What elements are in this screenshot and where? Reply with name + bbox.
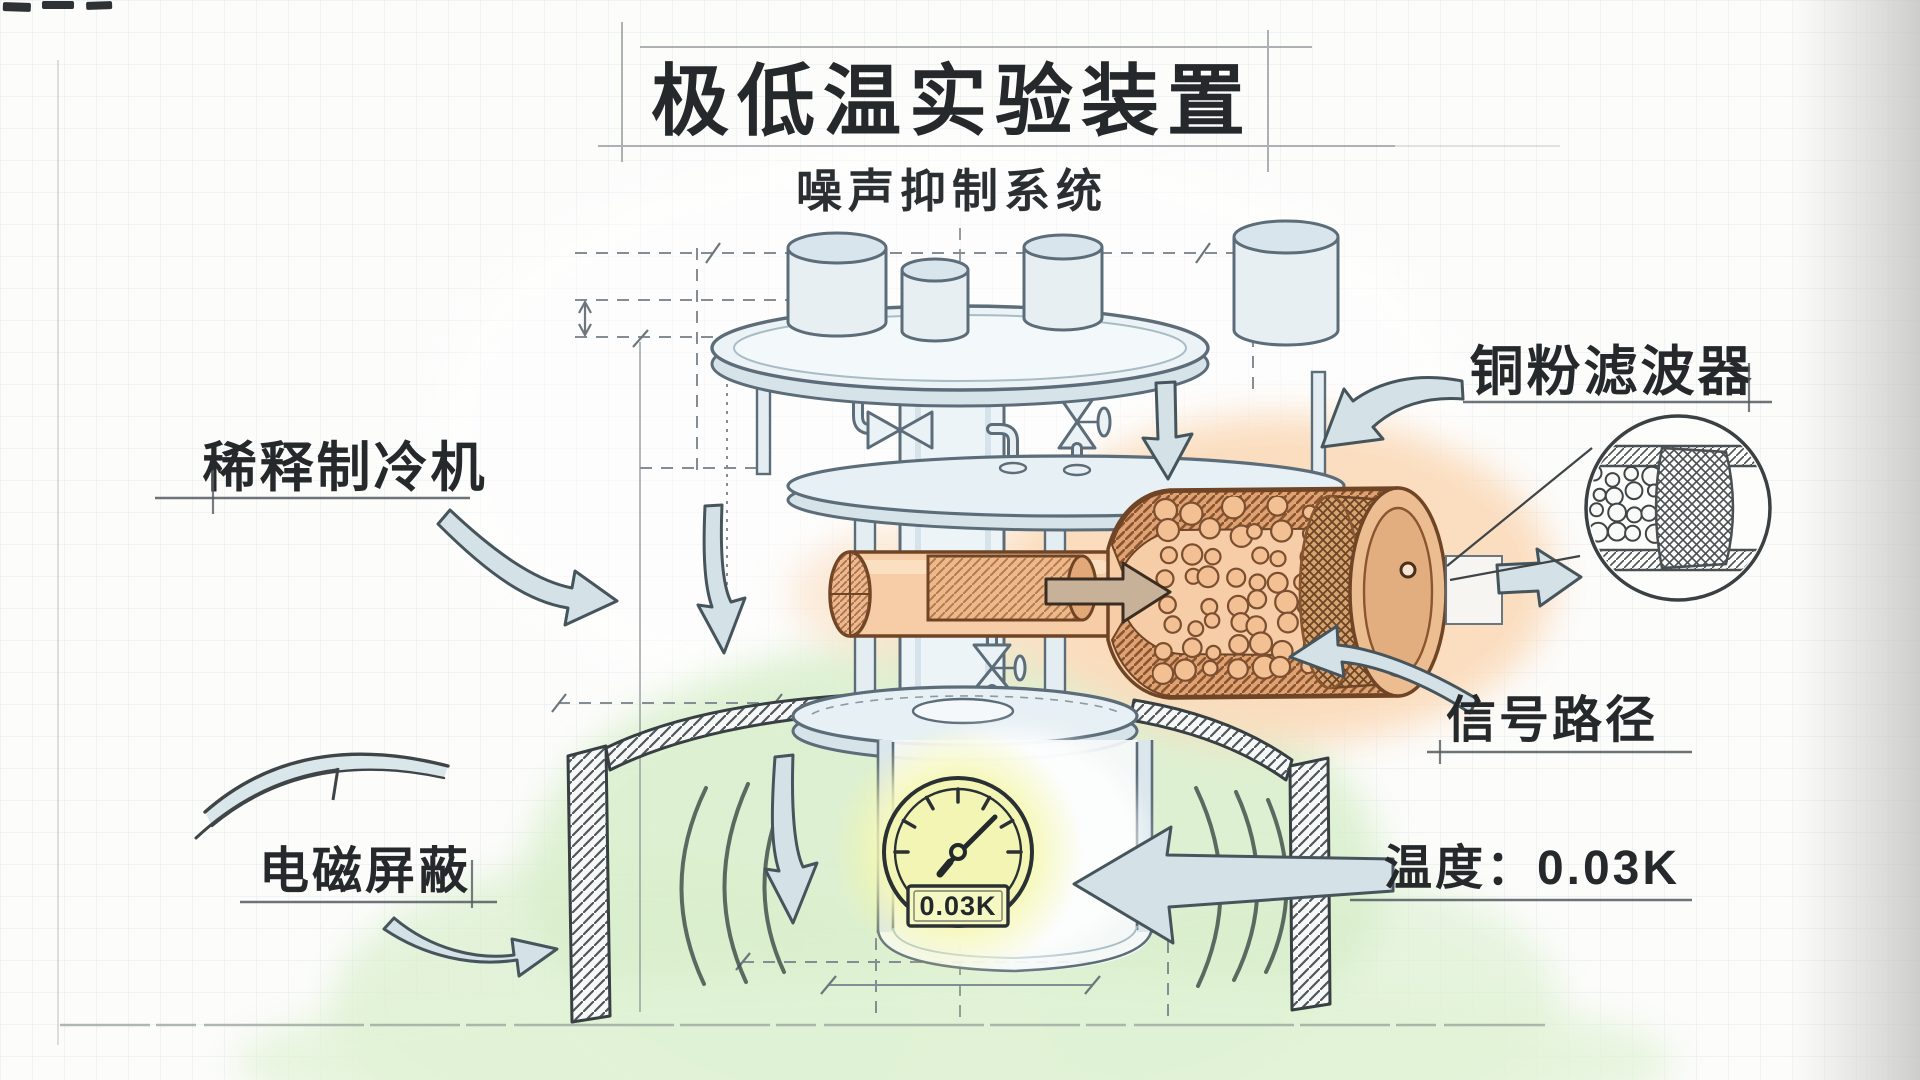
magnifier-detail: [1446, 414, 1772, 602]
granule-dot: [1624, 524, 1642, 542]
temperature-gauge: 0.03K: [833, 727, 1143, 977]
flow-arrows: [382, 376, 1479, 978]
copper-granule: [1266, 571, 1289, 594]
gauge-value: 0.03K: [919, 891, 996, 921]
filter-output: [1445, 547, 1583, 625]
gauge-ticks: [893, 787, 1023, 854]
label-temperature: 温度：0.03K: [1384, 842, 1680, 895]
copper-granule: [1251, 546, 1270, 565]
copper-granule: [1269, 519, 1294, 543]
copper-granule: [1203, 612, 1221, 629]
copper-granule: [1152, 662, 1175, 685]
copper-granule: [1201, 659, 1219, 677]
copper-granule: [1159, 546, 1179, 565]
copper-granule: [1245, 523, 1263, 540]
copper-granule: [1198, 517, 1222, 540]
annotations: 稀释制冷机 电磁屏蔽 铜粉滤波器 信号路径 温度：0.03K: [155, 342, 1772, 908]
copper-granule: [1228, 633, 1250, 656]
copper-granule: [1268, 655, 1292, 679]
top-cylinder: [900, 257, 970, 343]
leader-line: [1449, 554, 1581, 582]
page-subtitle: 噪声抑制系统: [796, 165, 1108, 217]
copper-granule: [1226, 567, 1247, 588]
label-em-shield: 电磁屏蔽: [259, 843, 471, 899]
granule-dot: [1592, 487, 1607, 502]
top-cylinder: [1022, 233, 1104, 332]
granule-dot: [1625, 506, 1643, 524]
copper-granule: [1266, 496, 1289, 517]
pipe-foot: [1062, 463, 1092, 477]
copper-granule: [1158, 595, 1177, 615]
leader-line: [1446, 447, 1593, 567]
signal-exit-hole: [1399, 561, 1417, 579]
copper-granule: [1248, 573, 1267, 592]
dimension-double-arrow: [578, 299, 592, 338]
copper-granule: [1180, 543, 1204, 566]
granule-dot: [1640, 504, 1658, 522]
copper-granule: [1187, 620, 1205, 638]
gauge-needle-icon: [936, 814, 998, 878]
copper-powder-filter: [828, 486, 1583, 700]
title-block: 极低温实验装置 噪声抑制系统: [598, 22, 1560, 217]
title-box: [598, 22, 1560, 172]
copper-granule: [1155, 517, 1181, 543]
copper-granule: [1173, 658, 1197, 682]
copper-granule: [1153, 642, 1173, 661]
temperature-pointer-arrow-icon: [1072, 825, 1395, 945]
corner-marks: [2, 1, 113, 12]
signal-pointer-arrow-icon: [1288, 624, 1479, 715]
granule-dot: [1624, 481, 1644, 501]
label-signal-path: 信号路径: [1446, 692, 1658, 748]
copper-granule: [1200, 597, 1219, 616]
copper-granule: [1274, 589, 1299, 615]
label-copper-filter: 铜粉滤波器: [1470, 342, 1755, 402]
copper-granule: [1181, 637, 1203, 659]
top-cylinder: [1232, 219, 1340, 347]
granule-dot: [1607, 521, 1627, 542]
top-cylinder: [786, 231, 888, 338]
copper-granule: [1276, 611, 1299, 634]
down-arrow-icon: [696, 503, 747, 655]
output-arrow-icon: [1495, 547, 1583, 608]
page-title: 极低温实验装置: [651, 57, 1253, 145]
dilution-pointer-arrow-icon: [436, 508, 619, 627]
granule-dot: [1604, 486, 1624, 506]
magnifier-mesh: [1654, 446, 1735, 570]
edge-vignette: [1790, 0, 1920, 1080]
copper-granule: [1163, 615, 1182, 634]
shield-sketch-arc: [194, 752, 450, 840]
granule-dot: [1623, 465, 1639, 482]
copper-granule: [1248, 631, 1274, 656]
copper-granule: [1227, 658, 1249, 680]
copper-granule: [1204, 547, 1222, 566]
signal-flow-arrow-icon: [1044, 561, 1172, 624]
granule-dot: [1589, 502, 1604, 518]
label-dilution-refrigerator: 稀释制冷机: [203, 438, 488, 498]
copper-granule: [1179, 501, 1204, 526]
copper-granule: [1196, 565, 1220, 589]
top-cylinders: [786, 219, 1340, 347]
down-arrow-icon: [1141, 380, 1194, 481]
granule-dot: [1604, 472, 1621, 488]
copper-granule: [1205, 644, 1222, 661]
copper-granule: [1220, 496, 1247, 520]
filter-granules: [1152, 496, 1321, 685]
granule-dot: [1607, 502, 1627, 523]
copper-granule: [1269, 550, 1287, 568]
gauge-value-box: 0.03K: [906, 884, 1010, 928]
pipe-foot: [998, 461, 1028, 475]
shield-pointer-arrow-icon: [382, 916, 559, 978]
filter-pointer-arrow-icon: [1320, 376, 1465, 449]
plumbing: [852, 384, 1112, 712]
down-arrow-icon: [763, 753, 819, 925]
copper-granule: [1246, 589, 1268, 610]
